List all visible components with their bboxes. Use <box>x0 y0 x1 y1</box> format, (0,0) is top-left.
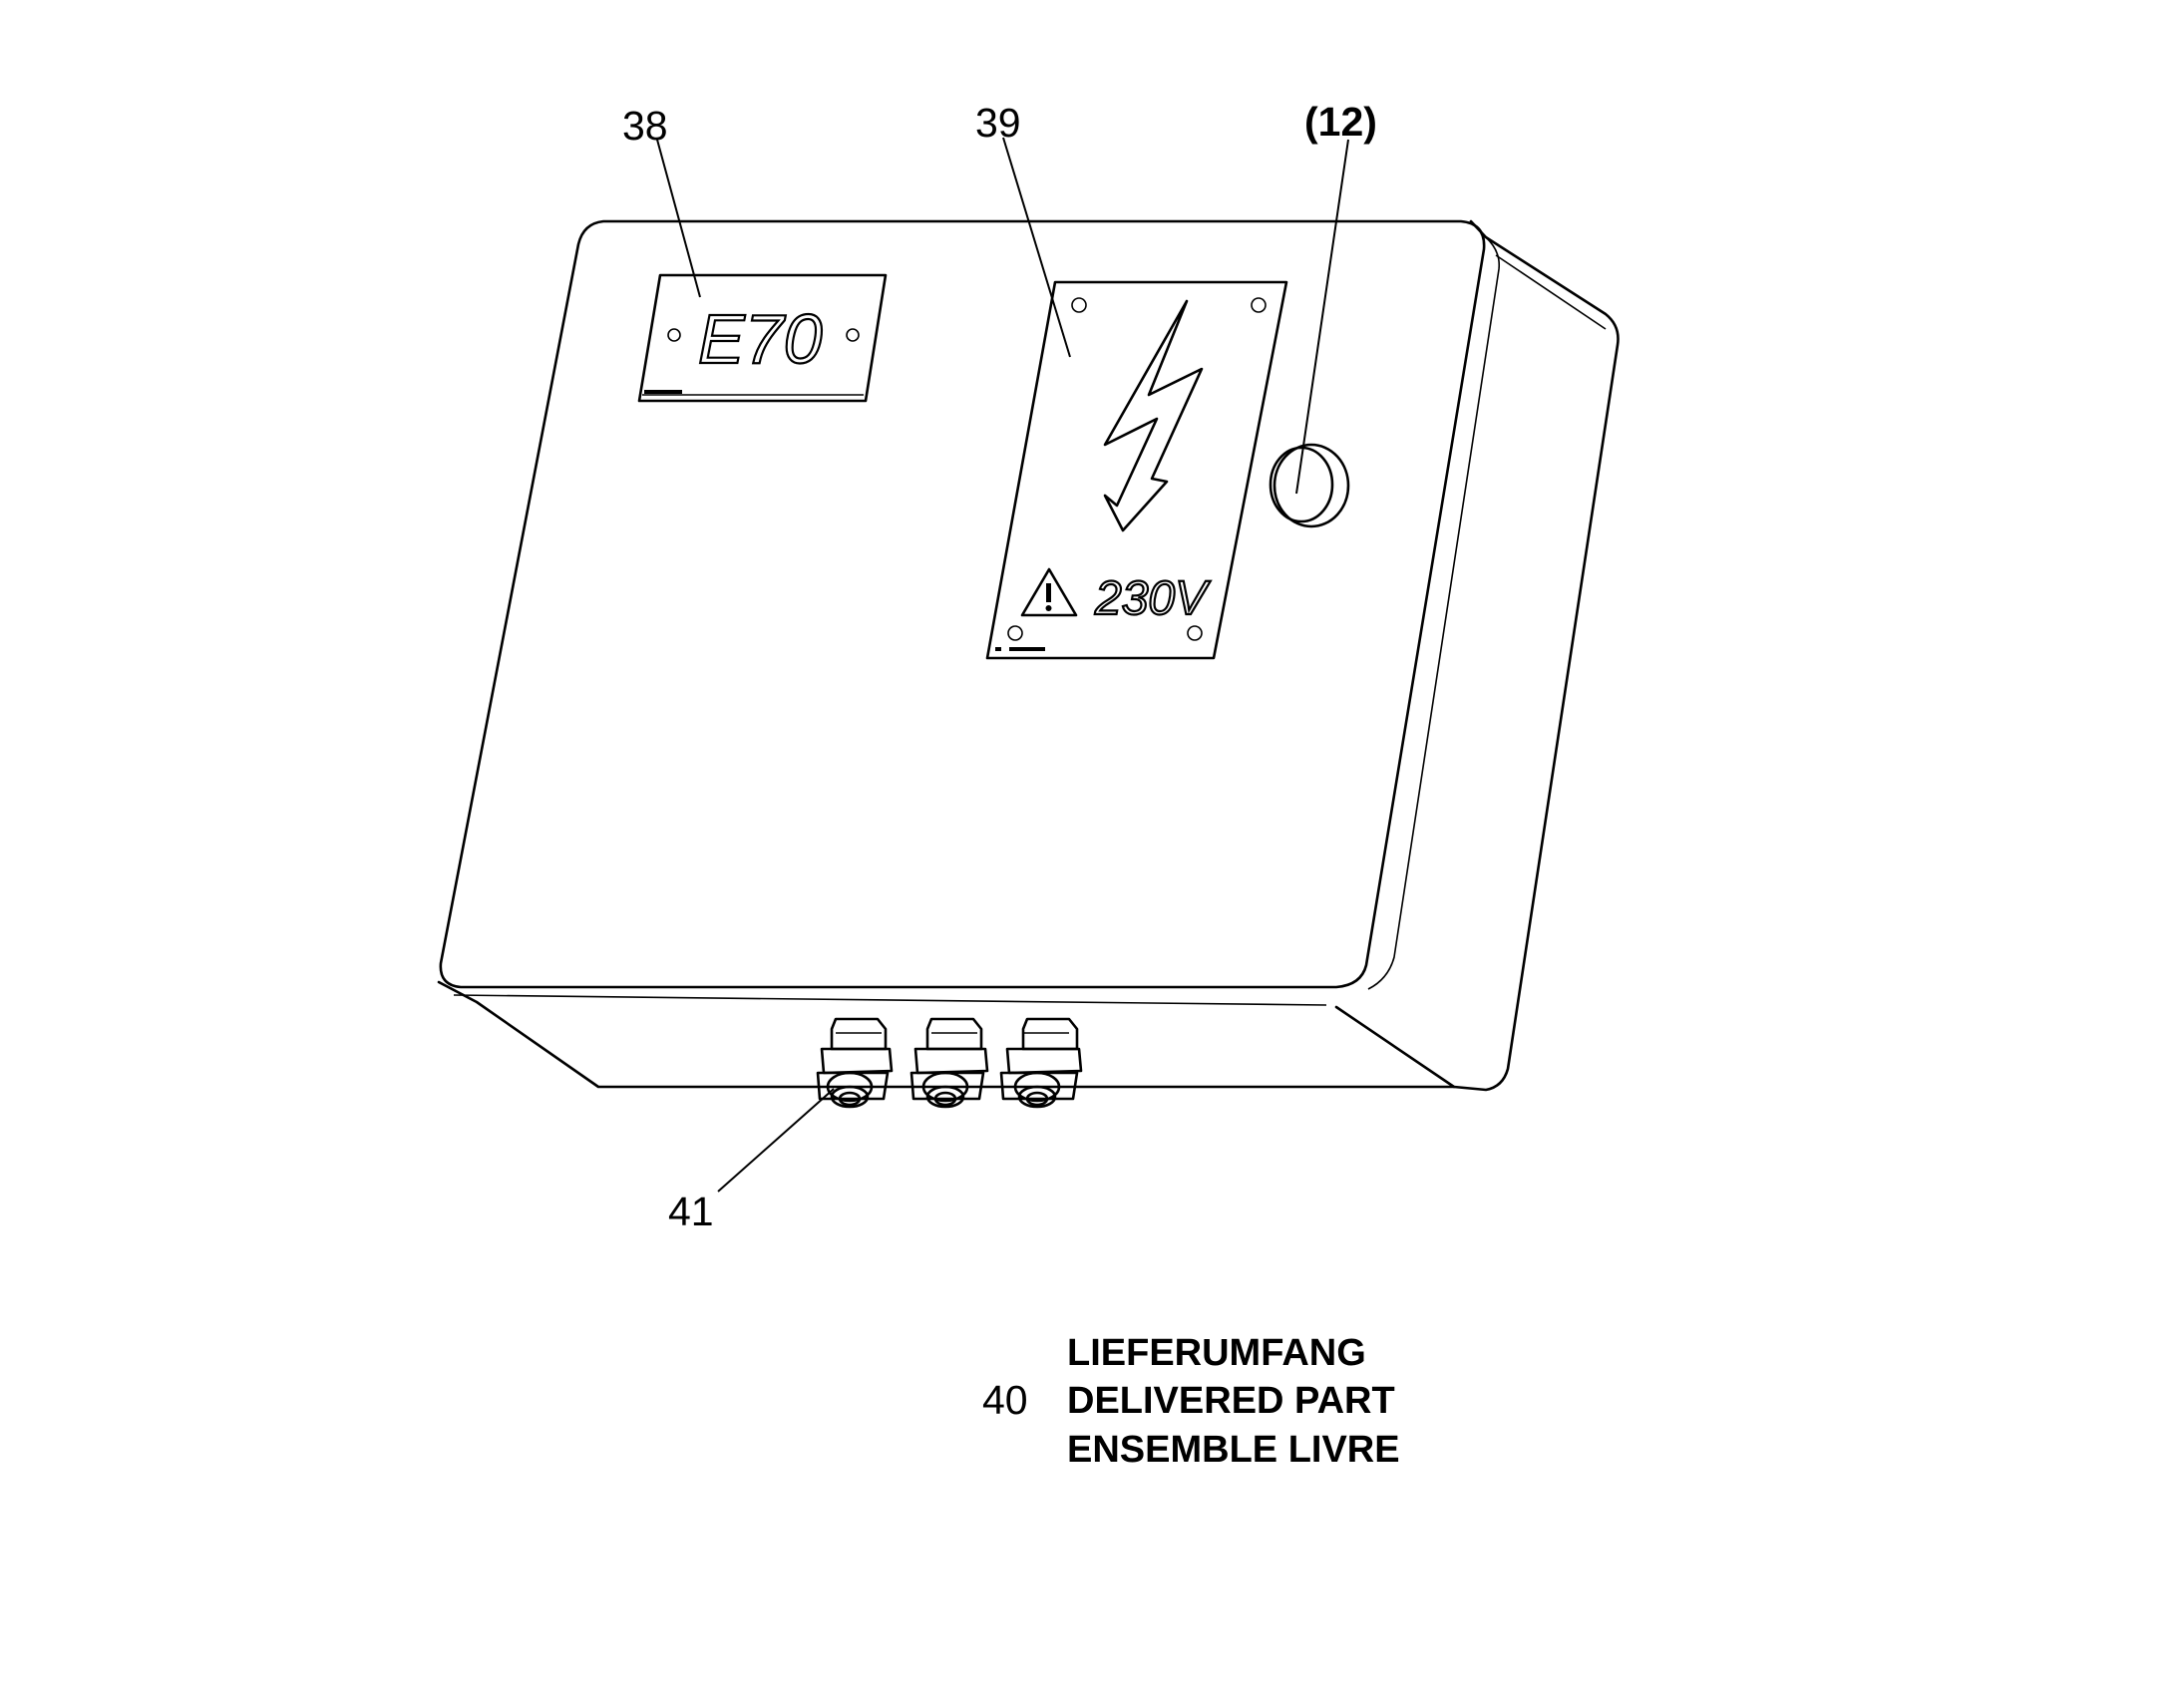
warning-triangle-icon <box>1020 567 1078 617</box>
cable-gland-3 <box>999 1017 1083 1109</box>
cable-gland-1 <box>816 1017 894 1109</box>
leader-39 <box>1002 137 1071 358</box>
warning-plate: 230V <box>985 280 1288 660</box>
cable-gland-2 <box>909 1017 989 1109</box>
leader-41 <box>717 1088 835 1193</box>
legend-line-en: DELIVERED PART <box>1067 1380 1395 1422</box>
leader-12 <box>1295 139 1349 495</box>
lightning-bolt-icon <box>1103 299 1204 532</box>
cable-glands <box>816 1017 1083 1109</box>
legend: 40 LIEFERUMFANG DELIVERED PART ENSEMBLE … <box>982 1332 1400 1471</box>
callout-12: (12) <box>1304 99 1377 145</box>
plate-model-text: E70 <box>698 300 823 378</box>
indicator-lamp <box>1269 443 1350 528</box>
legend-line-de: LIEFERUMFANG <box>1067 1332 1366 1374</box>
plate-voltage-text: 230V <box>1094 572 1211 625</box>
callout-38: 38 <box>622 103 668 149</box>
callout-41: 41 <box>668 1189 714 1234</box>
enclosure-box <box>437 219 1620 1092</box>
leader-38 <box>656 139 701 298</box>
callout-39: 39 <box>975 100 1021 146</box>
label-plate: E70 <box>637 273 888 403</box>
legend-number: 40 <box>982 1377 1028 1423</box>
legend-line-fr: ENSEMBLE LIVRE <box>1067 1429 1400 1471</box>
